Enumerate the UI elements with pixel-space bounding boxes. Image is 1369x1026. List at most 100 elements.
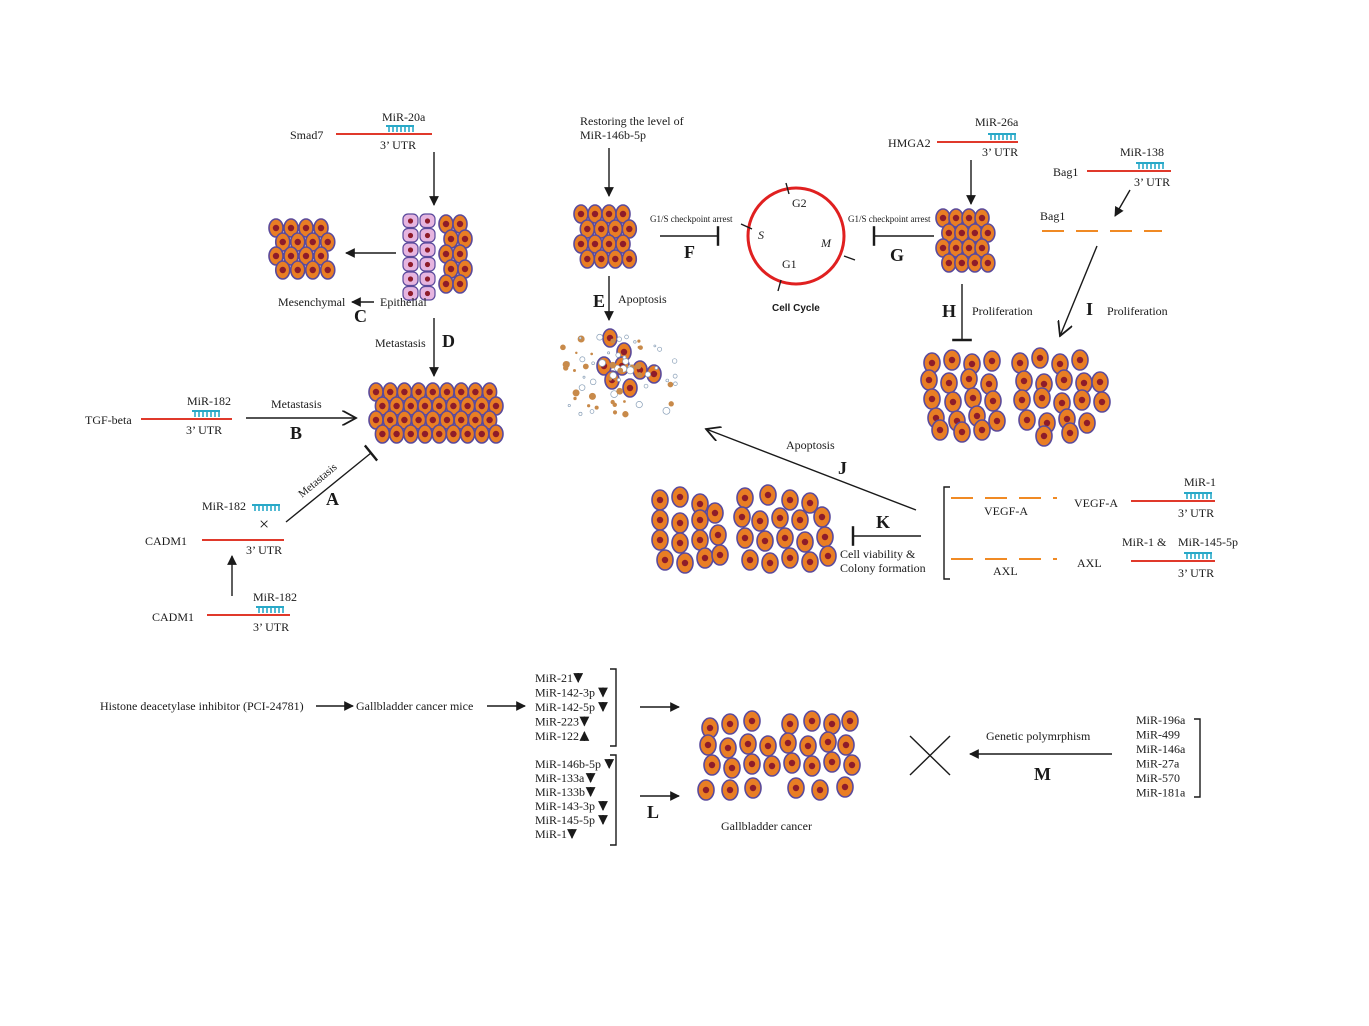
cadm1-label: CADM1 — [145, 534, 187, 548]
tumor-cell — [744, 754, 760, 774]
tumor-cell — [724, 758, 740, 778]
apoptotic-fragment — [617, 337, 622, 342]
mir182-upstream-glyph — [256, 607, 284, 613]
panel-letter-g: G — [890, 245, 904, 265]
tumor-cell — [652, 490, 668, 510]
apoptotic-fragment — [672, 359, 677, 364]
panel-b-mirna-target: TGF-beta MiR-182 3’ UTR Metastasis B — [85, 394, 356, 443]
tumor-cell — [757, 531, 773, 551]
mir182-a-glyph — [252, 505, 280, 511]
mir1-glyph — [1184, 493, 1212, 499]
tumor-cell — [720, 738, 736, 758]
tumor-cell — [622, 250, 636, 268]
apoptotic-fragment — [637, 372, 643, 378]
apoptotic-cells — [560, 329, 677, 417]
tumor-cell — [981, 254, 995, 272]
gallbladder-cancer-label: Gallbladder cancer — [721, 819, 812, 833]
apoptotic-fragment — [658, 347, 662, 351]
apoptotic-fragment — [644, 384, 648, 388]
panel-d-mirna-target: Smad7 MiR-20a 3’ UTR — [290, 110, 434, 205]
tumor-cell — [700, 735, 716, 755]
tumor-cell — [974, 420, 990, 440]
tumor-cell — [1034, 388, 1050, 408]
apoptotic-fragment — [623, 356, 626, 359]
tumor-cell — [1079, 413, 1095, 433]
tumor-cell — [800, 736, 816, 756]
mirna-item: MiR-142-3p — [535, 686, 595, 700]
tumor-cell — [453, 275, 467, 293]
panel-letter-i: I — [1086, 299, 1093, 319]
tumor-cell — [760, 485, 776, 505]
apoptosis-e-label: Apoptosis — [618, 292, 667, 306]
epithelial-cell — [420, 272, 435, 286]
axl-degraded-label: AXL — [993, 564, 1018, 578]
vegfa-utr: 3’ UTR — [1178, 506, 1214, 520]
tumor-cell — [792, 510, 808, 530]
tumor-cell — [804, 756, 820, 776]
checkpoint-g-label: G1/S checkpoint arrest — [848, 214, 931, 224]
tumor-cell — [824, 714, 840, 734]
apoptotic-fragment — [573, 389, 580, 396]
panel-letter-l: L — [647, 802, 659, 822]
mirna-item: MiR-146a — [1136, 742, 1186, 756]
viability-k-line1: Cell viability & — [840, 547, 916, 561]
panel-letter-e: E — [593, 291, 605, 311]
apoptotic-fragment — [590, 379, 596, 385]
tumor-cell — [439, 275, 453, 293]
tumor-cell — [772, 508, 788, 528]
tumor-cell — [744, 711, 760, 731]
tumor-cell — [1012, 353, 1028, 373]
apoptotic-fragment — [590, 353, 593, 356]
apoptotic-fragment — [674, 382, 678, 386]
apoptosis-j-label: Apoptosis — [786, 438, 835, 452]
tumor-cell — [814, 507, 830, 527]
tumor-cell — [677, 553, 693, 573]
mirna-item: MiR-143-3p — [535, 799, 595, 813]
tumor-cell — [1094, 392, 1110, 412]
apoptotic-fragment — [666, 379, 669, 382]
apoptotic-fragment — [599, 360, 606, 367]
tumor-cell — [745, 778, 761, 798]
tumor-cell — [321, 261, 335, 279]
tumor-cell — [837, 777, 853, 797]
polymorphism-list: MiR-196aMiR-499MiR-146aMiR-27aMiR-570MiR… — [1136, 713, 1186, 800]
tumor-cell — [1072, 350, 1088, 370]
mir182-upstream-label: MiR-182 — [253, 590, 297, 604]
tumor-cells-f — [574, 205, 636, 268]
tumor-cell — [722, 780, 738, 800]
tumor-cell — [924, 389, 940, 409]
apoptotic-fragment — [609, 377, 612, 380]
mir182-a-label: MiR-182 — [202, 499, 246, 513]
tumor-cell — [446, 425, 460, 443]
apoptotic-fragment — [583, 376, 585, 378]
tumor-cell — [764, 756, 780, 776]
tumor-cell — [707, 503, 723, 523]
tumor-cell — [961, 369, 977, 389]
tumor-cell — [734, 507, 750, 527]
apoptotic-fragment — [669, 401, 674, 406]
mirna-item: MiR-27a — [1136, 757, 1180, 771]
tumor-cell — [1092, 372, 1108, 392]
metastasis-b-label: Metastasis — [271, 397, 322, 411]
polymorphism-label: Genetic polymrphism — [986, 729, 1091, 743]
tumor-cell — [710, 525, 726, 545]
tumor-cell — [968, 254, 982, 272]
apoptotic-fragment — [613, 410, 617, 414]
tumor-cell — [1016, 371, 1032, 391]
apoptotic-fragment — [583, 364, 589, 370]
axl-mirna-2: MiR-145-5p — [1178, 535, 1238, 549]
tumor-cell — [820, 546, 836, 566]
tumor-cell — [802, 552, 818, 572]
apoptotic-fragment — [592, 362, 595, 365]
tumor-cell — [752, 511, 768, 531]
panel-letter-d: D — [442, 331, 455, 351]
epithelial-cell — [403, 272, 418, 286]
tumor-cell — [985, 391, 1001, 411]
tumor-cell — [921, 370, 937, 390]
mir182-b-glyph — [192, 411, 220, 417]
apoptotic-fragment — [579, 337, 581, 339]
apoptotic-fragment — [608, 352, 610, 354]
epithelial-cell — [403, 258, 418, 272]
apoptotic-fragment — [623, 358, 629, 364]
epithelial-cells — [403, 214, 472, 300]
